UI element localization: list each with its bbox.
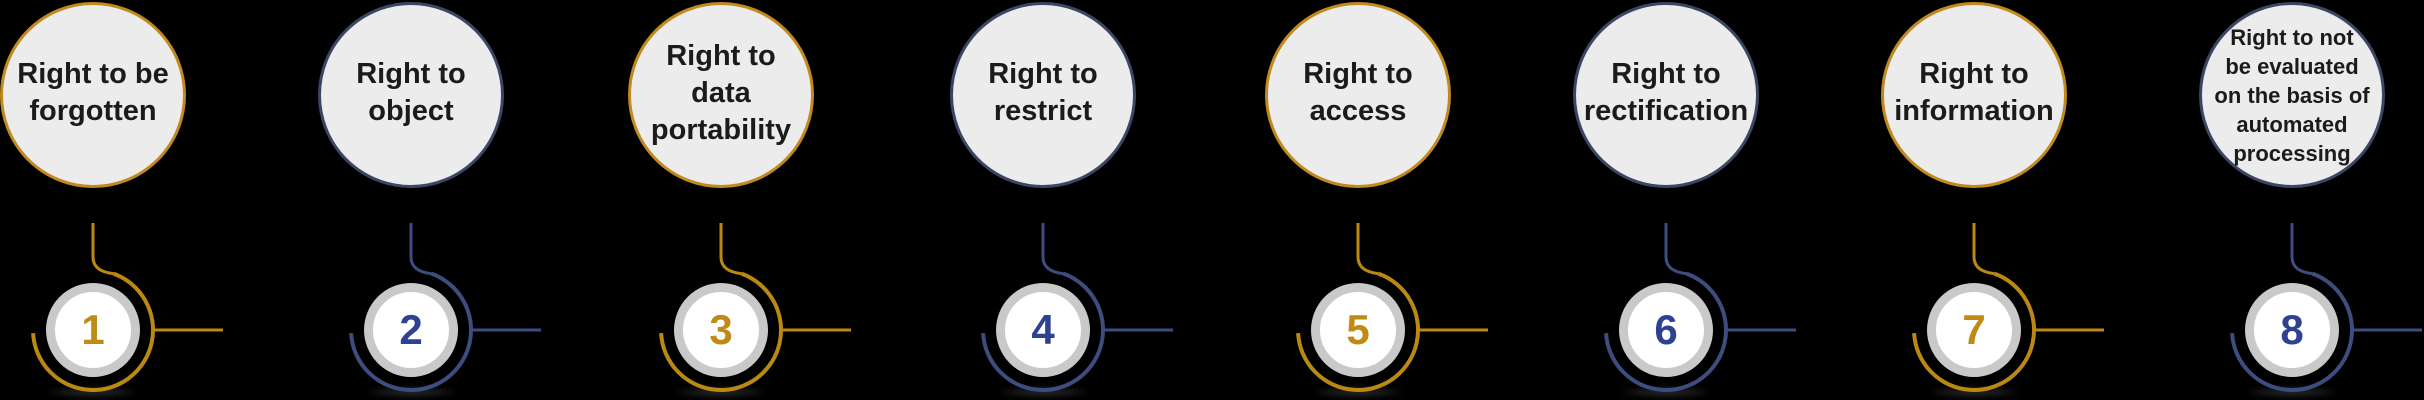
right-item: Right to data portability 3	[561, 0, 881, 400]
right-label: Right to access	[1303, 58, 1413, 127]
right-item: Right to information 7	[1814, 0, 2134, 400]
number-badge: 7	[1927, 283, 2021, 377]
number-badge: 6	[1619, 283, 1713, 377]
number-badge: 1	[46, 283, 140, 377]
right-circle: Right to rectification	[1573, 2, 1759, 188]
number-badge: 5	[1311, 283, 1405, 377]
badge-shadow	[365, 386, 457, 398]
number-badge: 8	[2245, 283, 2339, 377]
number-badge: 3	[674, 283, 768, 377]
badge-shadow	[1928, 386, 2020, 398]
badge-number: 4	[1031, 306, 1055, 353]
right-circle: Right to access	[1265, 2, 1451, 188]
right-label: Right to data portability	[650, 39, 792, 146]
badge-shadow	[675, 386, 767, 398]
badge-number: 8	[2280, 306, 2304, 353]
right-label: Right to be forgotten	[17, 58, 169, 127]
badge-number: 2	[399, 306, 423, 353]
badge-shadow	[2246, 386, 2338, 398]
right-item: Right to restrict 4	[883, 0, 1203, 400]
number-badge: 2	[364, 283, 458, 377]
badge-number: 1	[81, 306, 105, 353]
badge-number: 3	[709, 306, 733, 353]
right-circle: Right to be forgotten	[0, 2, 186, 188]
right-label: Right to object	[356, 58, 466, 127]
right-circle: Right to restrict	[950, 2, 1136, 188]
right-label: Right to information	[1894, 58, 2054, 127]
badge-number: 6	[1654, 306, 1678, 353]
badge-shadow	[1620, 386, 1712, 398]
right-circle: Right to information	[1881, 2, 2067, 188]
right-item: Right to rectification 6	[1506, 0, 1826, 400]
right-circle: Right to object	[318, 2, 504, 188]
number-badge: 4	[996, 283, 1090, 377]
badge-shadow	[997, 386, 1089, 398]
right-label: Right to not be evaluated on the basis o…	[2214, 24, 2370, 166]
right-circle: Right to not be evaluated on the basis o…	[2199, 2, 2385, 188]
badge-number: 7	[1962, 306, 1986, 353]
right-item: Right to access 5	[1198, 0, 1518, 400]
right-item: Right to not be evaluated on the basis o…	[2132, 0, 2424, 400]
right-item: Right to object 2	[251, 0, 571, 400]
right-label: Right to restrict	[988, 58, 1098, 127]
badge-shadow	[47, 386, 139, 398]
badge-number: 5	[1346, 306, 1370, 353]
right-label: Right to rectification	[1583, 58, 1749, 127]
right-item: Right to be forgotten 1	[0, 0, 253, 400]
right-circle: Right to data portability	[628, 2, 814, 188]
badge-shadow	[1312, 386, 1404, 398]
